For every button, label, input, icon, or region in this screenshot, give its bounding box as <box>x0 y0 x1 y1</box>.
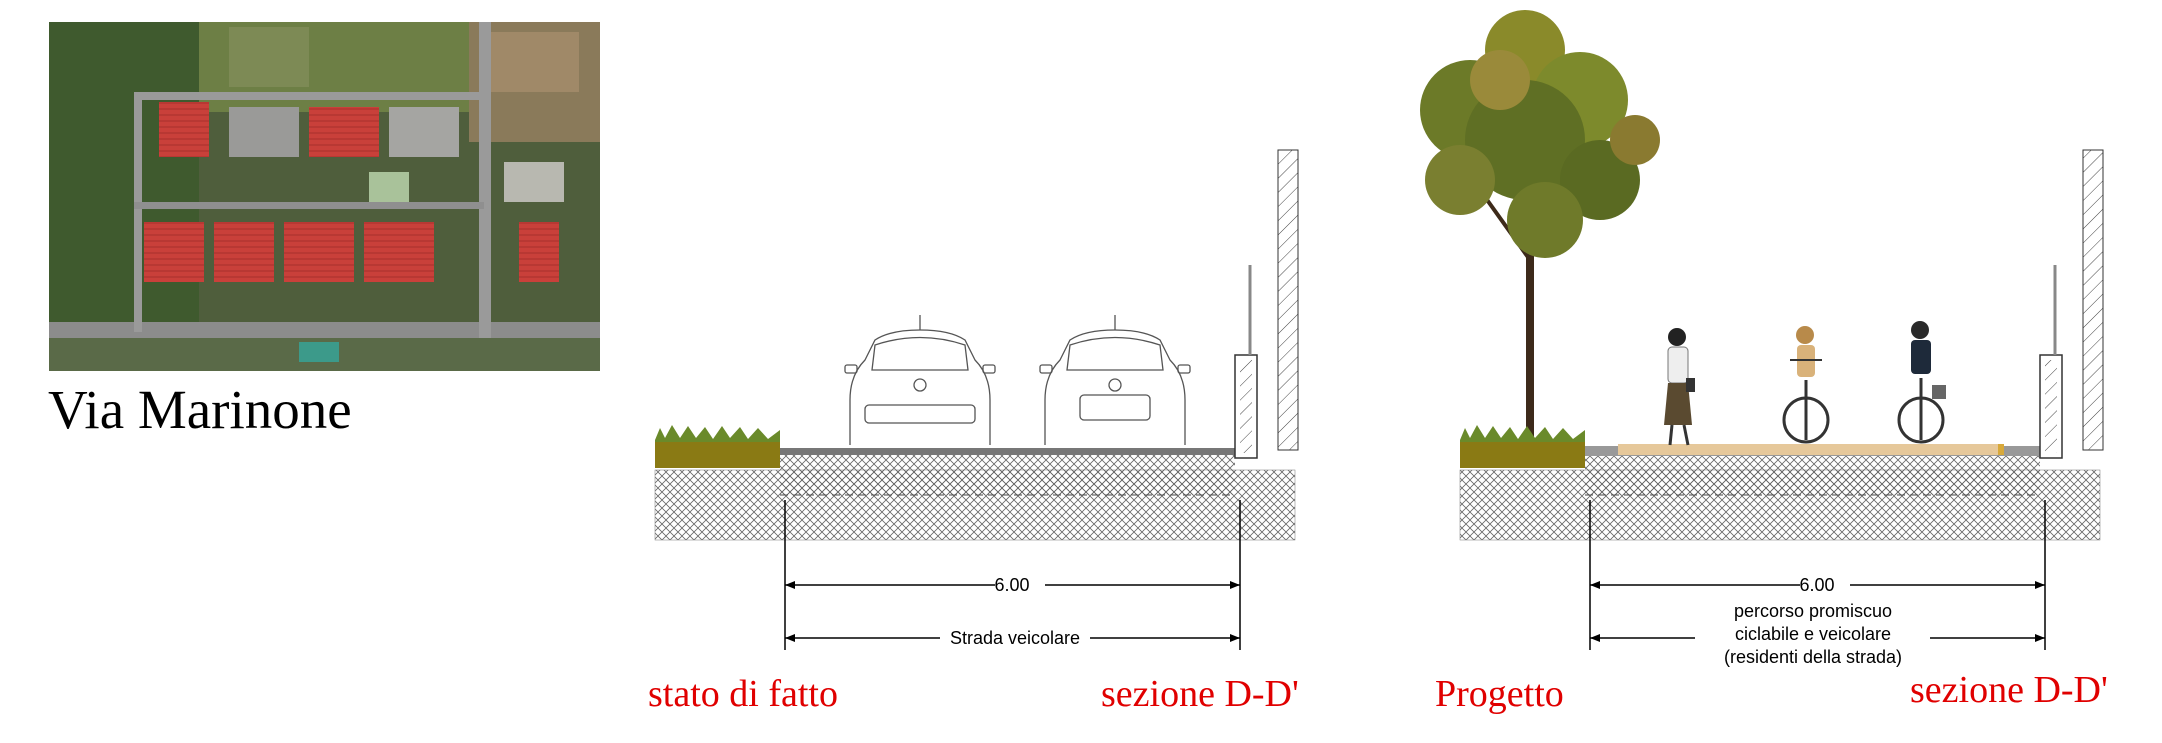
cyclist-icon <box>1782 326 1830 444</box>
pedestrian-icon <box>1664 328 1695 446</box>
place-title: Via Marinone <box>48 379 352 440</box>
project-label: Progetto <box>1435 673 1564 715</box>
existing-section-drawing: 6.00 Strada veicolare <box>654 149 1299 650</box>
aerial-photo <box>49 22 600 371</box>
section-label-right: sezione D-D' <box>1910 669 2108 711</box>
section-label-left: sezione D-D' <box>1101 673 1299 715</box>
existing-width-dimension: 6.00 <box>994 575 1029 595</box>
existing-state-label: stato di fatto <box>648 673 838 715</box>
project-use-label-line2: ciclabile e veicolare <box>1735 624 1891 644</box>
project-width-dimension: 6.00 <box>1799 575 1834 595</box>
project-section-drawing: 6.00 percorso promiscuo ciclabile e veic… <box>1420 10 2104 667</box>
cyclist-icon <box>1897 321 1946 444</box>
existing-use-label: Strada veicolare <box>950 628 1080 648</box>
tree-icon <box>1420 10 1660 440</box>
project-use-label-line1: percorso promiscuo <box>1734 601 1892 621</box>
project-use-label-line3: (residenti della strada) <box>1724 647 1902 667</box>
